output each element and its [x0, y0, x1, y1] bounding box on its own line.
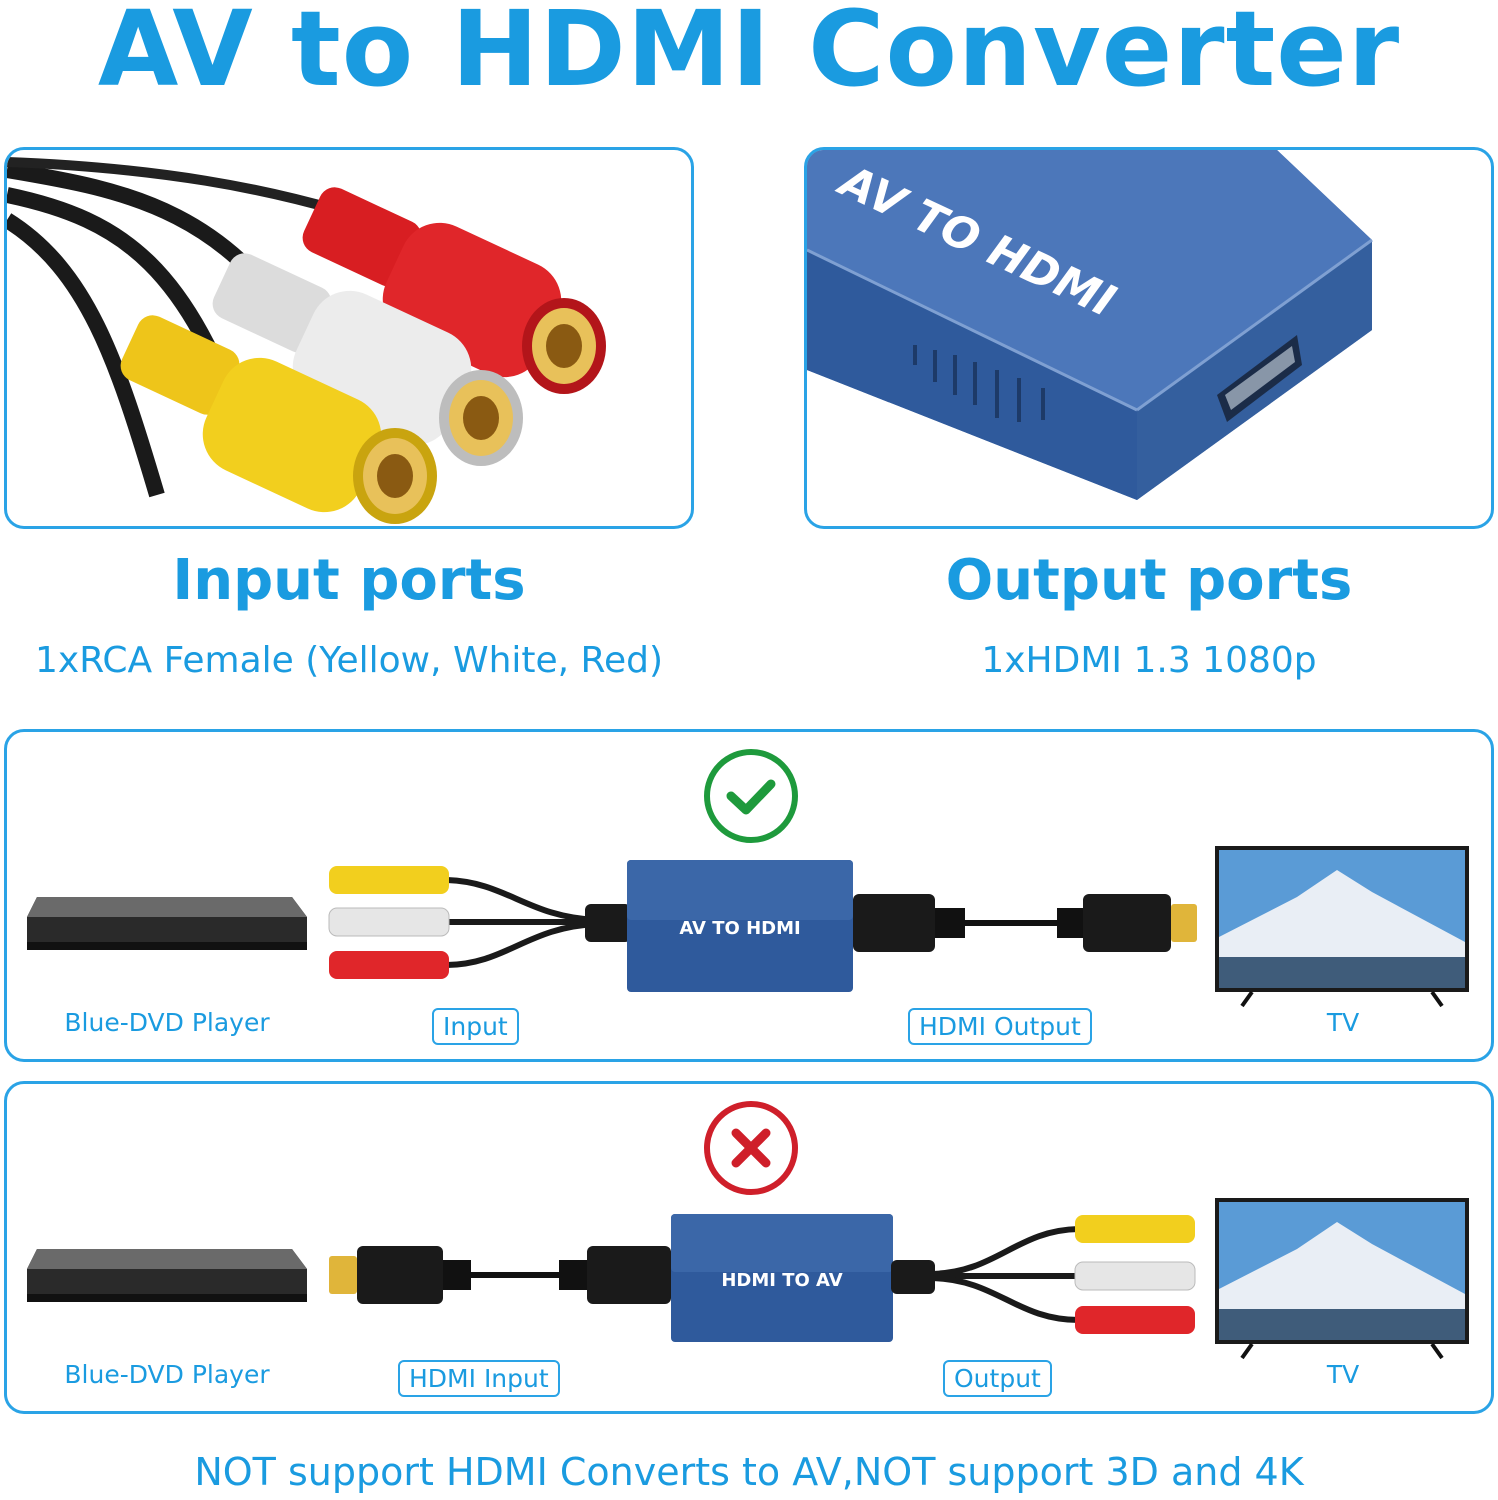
hdmi-cable-icon: [329, 1246, 671, 1304]
hdmi-port: [1217, 335, 1302, 422]
rca-cables-illustration: [7, 157, 606, 524]
unsupported-connection-panel: HDMI TO AV Blue-DVD Player HDMI Input Ou…: [4, 1081, 1494, 1414]
input-label: Input: [432, 1008, 519, 1045]
source-device-label: Blue-DVD Player: [64, 1008, 270, 1037]
rca-plugs-icon: [891, 1215, 1196, 1334]
blu-ray-player-icon: [27, 1249, 307, 1302]
hdmi-to-av-converter: HDMI TO AV: [671, 1214, 893, 1342]
input-ports-detail: 1xRCA Female (Yellow, White, Red): [34, 640, 663, 681]
yellow-rca-connector: [120, 315, 437, 524]
av-to-hdmi-converter: AV TO HDMI: [627, 860, 853, 992]
check-circle-icon: [703, 748, 799, 844]
svg-text:HDMI TO AV: HDMI TO AV: [721, 1270, 842, 1291]
supported-connection-panel: AV TO HDMI Blue-DVD Player Input HDMI Ou…: [4, 729, 1494, 1062]
output-ports-heading: Output ports: [945, 548, 1353, 613]
rca-plugs-icon: [328, 866, 631, 979]
input-ports-image: [4, 147, 694, 529]
hdmi-input-label: HDMI Input: [398, 1360, 560, 1397]
converter-box-illustration: AV TO HDMI: [807, 150, 1373, 500]
footer-note: NOT support HDMI Converts to AV,NOT supp…: [194, 1450, 1304, 1494]
hdmi-cable-icon: [853, 894, 1197, 952]
hdmi-output-label: HDMI Output: [908, 1008, 1092, 1045]
tv-icon: [1215, 846, 1469, 1008]
output-label: Output: [943, 1360, 1052, 1397]
x-circle-icon: [703, 1100, 799, 1196]
display-label: TV: [1326, 1360, 1360, 1389]
svg-text:AV TO HDMI: AV TO HDMI: [679, 918, 800, 939]
vent-slots: [913, 345, 1045, 422]
input-ports-heading: Input ports: [172, 548, 526, 613]
display-label: TV: [1326, 1008, 1360, 1037]
tv-icon: [1215, 1198, 1469, 1360]
output-ports-detail: 1xHDMI 1.3 1080p: [981, 640, 1317, 681]
page-title: AV to HDMI Converter: [97, 0, 1401, 110]
source-device-label: Blue-DVD Player: [64, 1360, 270, 1389]
blu-ray-player-icon: [27, 897, 307, 950]
output-ports-image: AV TO HDMI: [804, 147, 1494, 529]
